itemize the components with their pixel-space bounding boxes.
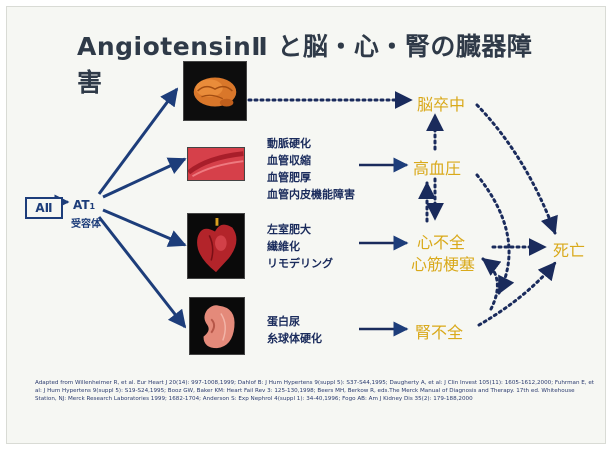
vessel-effect-4: 血管内皮機能障害 — [267, 186, 355, 203]
outcome-renal-failure: 腎不全 — [415, 319, 463, 343]
kidney-effect-2: 糸球体硬化 — [267, 330, 322, 347]
outcome-infarction: 心筋梗塞 — [411, 251, 475, 275]
heart-effect-3: リモデリング — [267, 255, 333, 272]
vessel-effects: 動脈硬化 血管収縮 血管肥厚 血管内皮機能障害 — [267, 135, 355, 203]
arrow-renalfailure-to-death — [479, 263, 555, 325]
at1-name: AT — [73, 198, 90, 212]
heart-effect-1: 左室肥大 — [267, 221, 333, 238]
arrow-stroke-to-death — [477, 105, 555, 233]
outcome-stroke: 脳卒中 — [417, 91, 465, 115]
kidney-icon — [189, 297, 245, 355]
arrow-hypertension-to-renalfailure — [477, 175, 509, 293]
vessel-effect-2: 血管収縮 — [267, 152, 355, 169]
vessel-effect-3: 血管肥厚 — [267, 169, 355, 186]
brain-icon — [183, 61, 247, 121]
arrow-renalfailure-to-heartfailure — [483, 259, 497, 309]
references: Adapted from Willenheimer R, et al. Eur … — [35, 379, 595, 403]
heart-effect-2: 繊維化 — [267, 238, 333, 255]
at1-subscript: 1 — [90, 202, 96, 211]
kidney-effects: 蛋白尿 糸球体硬化 — [267, 313, 322, 347]
outcome-heart-failure: 心不全 — [417, 229, 465, 253]
arrow-at1-to-vessel — [103, 159, 185, 197]
arrow-at1-to-brain — [99, 89, 177, 194]
at1-label: AT1 — [73, 197, 95, 215]
outcome-death: 死亡 — [553, 237, 585, 261]
slide: AngiotensinⅡ と脳・心・腎の臓器障害 — [6, 6, 606, 444]
angiotensin-ii-box: AⅡ — [25, 197, 63, 219]
receptor-caption: 受容体 — [71, 215, 101, 230]
arrow-at1-to-kidney — [99, 217, 185, 327]
heart-icon — [187, 213, 245, 279]
outcome-hypertension: 高血圧 — [413, 155, 461, 179]
blood-vessel-icon — [187, 147, 245, 181]
kidney-effect-1: 蛋白尿 — [267, 313, 322, 330]
vessel-effect-1: 動脈硬化 — [267, 135, 355, 152]
heart-effects: 左室肥大 繊維化 リモデリング — [267, 221, 333, 272]
